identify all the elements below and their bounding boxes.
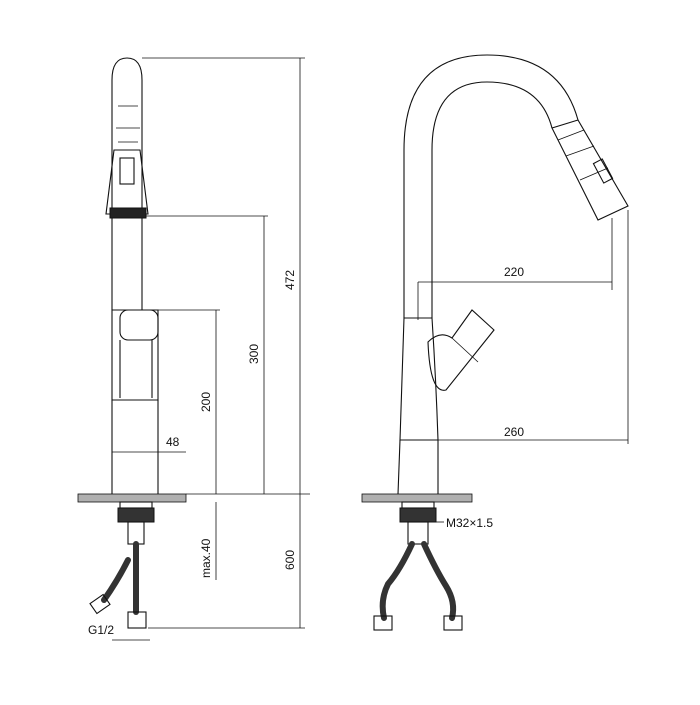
front-deck <box>77 493 187 503</box>
front-dimensions <box>112 57 310 641</box>
front-body <box>111 309 159 494</box>
side-body <box>397 309 495 495</box>
side-hoses <box>373 541 463 631</box>
dim-body-width: 48 <box>166 435 180 449</box>
dim-side-reach-outer: 260 <box>504 425 524 439</box>
dim-body-height: 200 <box>199 392 213 412</box>
dim-spout-height: 300 <box>247 344 261 364</box>
dim-inlet-thread: G1/2 <box>88 623 114 637</box>
dim-max-deck: max.40 <box>199 538 213 578</box>
front-view: 472 300 200 48 max.40 600 G1/2 <box>77 57 310 641</box>
side-spout <box>403 54 629 318</box>
side-view: 220 260 M32×1.5 <box>361 54 629 631</box>
side-deck <box>361 493 473 503</box>
front-shank <box>117 501 155 545</box>
dim-mount-thread: M32×1.5 <box>446 516 493 530</box>
side-dimensions <box>400 210 629 523</box>
dim-total-height: 472 <box>283 270 297 290</box>
dim-side-reach-inner: 220 <box>504 265 524 279</box>
dim-below-deck: 600 <box>283 550 297 570</box>
side-shank <box>399 501 437 545</box>
front-spout <box>105 57 149 310</box>
front-hoses <box>89 541 147 629</box>
